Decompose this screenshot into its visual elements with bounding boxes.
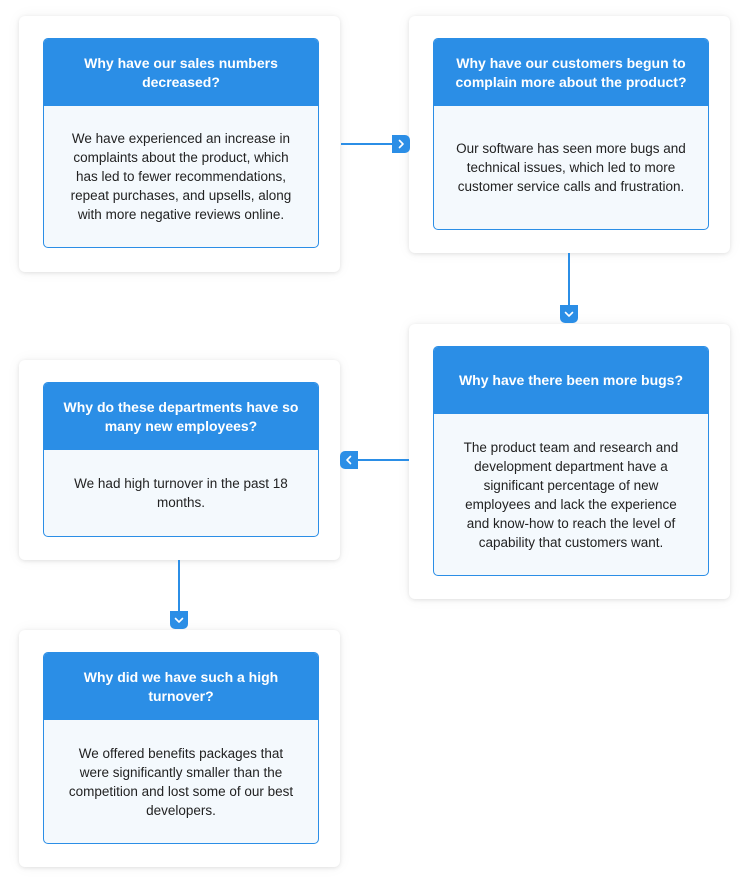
step-question-1: Why have our sales numbers decreased? bbox=[44, 39, 318, 106]
connector-line-3 bbox=[357, 459, 409, 461]
step-question-3: Why have there been more bugs? bbox=[434, 347, 708, 414]
chevron-left-icon bbox=[340, 451, 358, 469]
step-answer-5: We offered benefits packages that were s… bbox=[68, 745, 294, 818]
connector-line-4 bbox=[178, 560, 180, 612]
step-card-5: Why did we have such a high turnover? We… bbox=[19, 630, 340, 867]
connector-line-2 bbox=[568, 253, 570, 306]
step-card-2: Why have our customers begun to complain… bbox=[409, 16, 730, 253]
chevron-right-icon bbox=[392, 135, 410, 153]
connector-line-1 bbox=[341, 143, 393, 145]
step-answer-4: We had high turnover in the past 18 mont… bbox=[74, 476, 288, 510]
step-box-2: Why have our customers begun to complain… bbox=[433, 38, 709, 230]
step-card-3: Why have there been more bugs? The produ… bbox=[409, 324, 730, 599]
step-question-4: Why do these departments have so many ne… bbox=[44, 383, 318, 450]
step-answer-1: We have experienced an increase in compl… bbox=[70, 131, 292, 222]
chevron-down-icon bbox=[560, 305, 578, 323]
step-box-4: Why do these departments have so many ne… bbox=[43, 382, 319, 537]
step-card-1: Why have our sales numbers decreased? We… bbox=[19, 16, 340, 272]
step-box-1: Why have our sales numbers decreased? We… bbox=[43, 38, 319, 248]
step-card-4: Why do these departments have so many ne… bbox=[19, 360, 340, 560]
step-box-5: Why did we have such a high turnover? We… bbox=[43, 652, 319, 844]
step-answer-3: The product team and research and develo… bbox=[463, 439, 679, 550]
step-answer-2: Our software has seen more bugs and tech… bbox=[456, 141, 686, 194]
step-box-3: Why have there been more bugs? The produ… bbox=[433, 346, 709, 576]
step-question-5: Why did we have such a high turnover? bbox=[44, 653, 318, 720]
chevron-down-icon bbox=[170, 611, 188, 629]
step-question-2: Why have our customers begun to complain… bbox=[434, 39, 708, 106]
